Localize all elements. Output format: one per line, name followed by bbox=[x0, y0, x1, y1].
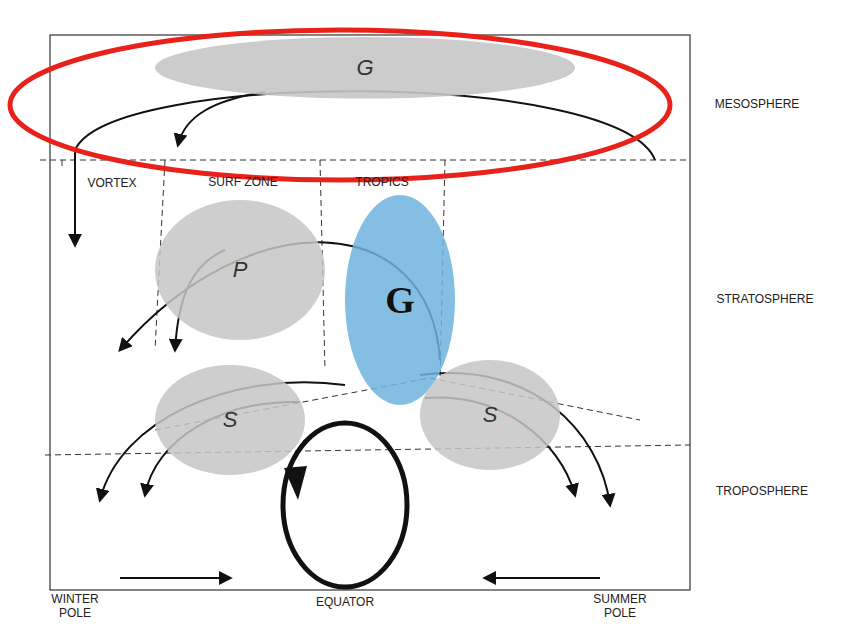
synoptic-wave-region: S bbox=[420, 360, 560, 470]
region-letter: G bbox=[385, 278, 415, 322]
axis-label: EQUATOR bbox=[316, 596, 374, 610]
region-fill bbox=[155, 200, 325, 340]
layer-label: STRATOSPHERE bbox=[717, 293, 814, 307]
hadley-arrowhead bbox=[284, 466, 307, 500]
synoptic-wave-region: S bbox=[155, 365, 305, 475]
region-letter: P bbox=[233, 257, 248, 283]
frame bbox=[50, 35, 690, 590]
region-fill bbox=[420, 360, 560, 470]
layer-label: MESOSPHERE bbox=[715, 98, 800, 112]
region-boundaries bbox=[40, 160, 690, 455]
pole-label: WINTER POLE bbox=[45, 593, 105, 621]
circulation-arrows bbox=[75, 91, 655, 578]
region-letter: S bbox=[483, 402, 498, 428]
region-label: VORTEX bbox=[87, 177, 136, 191]
planetary-wave-region: P bbox=[155, 200, 325, 340]
region-fill bbox=[155, 37, 575, 99]
highlight-gravity-region: G bbox=[345, 195, 455, 405]
gravity-wave-region: G bbox=[155, 37, 575, 99]
pole-label: SUMMER POLE bbox=[590, 593, 650, 621]
region-fill bbox=[155, 365, 305, 475]
layer-label: TROPOSPHERE bbox=[716, 485, 808, 499]
hadley-cell bbox=[283, 423, 407, 587]
highlight-ellipse bbox=[10, 30, 670, 180]
region-letter: S bbox=[223, 407, 238, 433]
region-label: SURF ZONE bbox=[208, 176, 277, 190]
region-fill bbox=[345, 195, 455, 405]
region-letter: G bbox=[356, 55, 373, 81]
region-label: TROPICS bbox=[355, 176, 408, 190]
